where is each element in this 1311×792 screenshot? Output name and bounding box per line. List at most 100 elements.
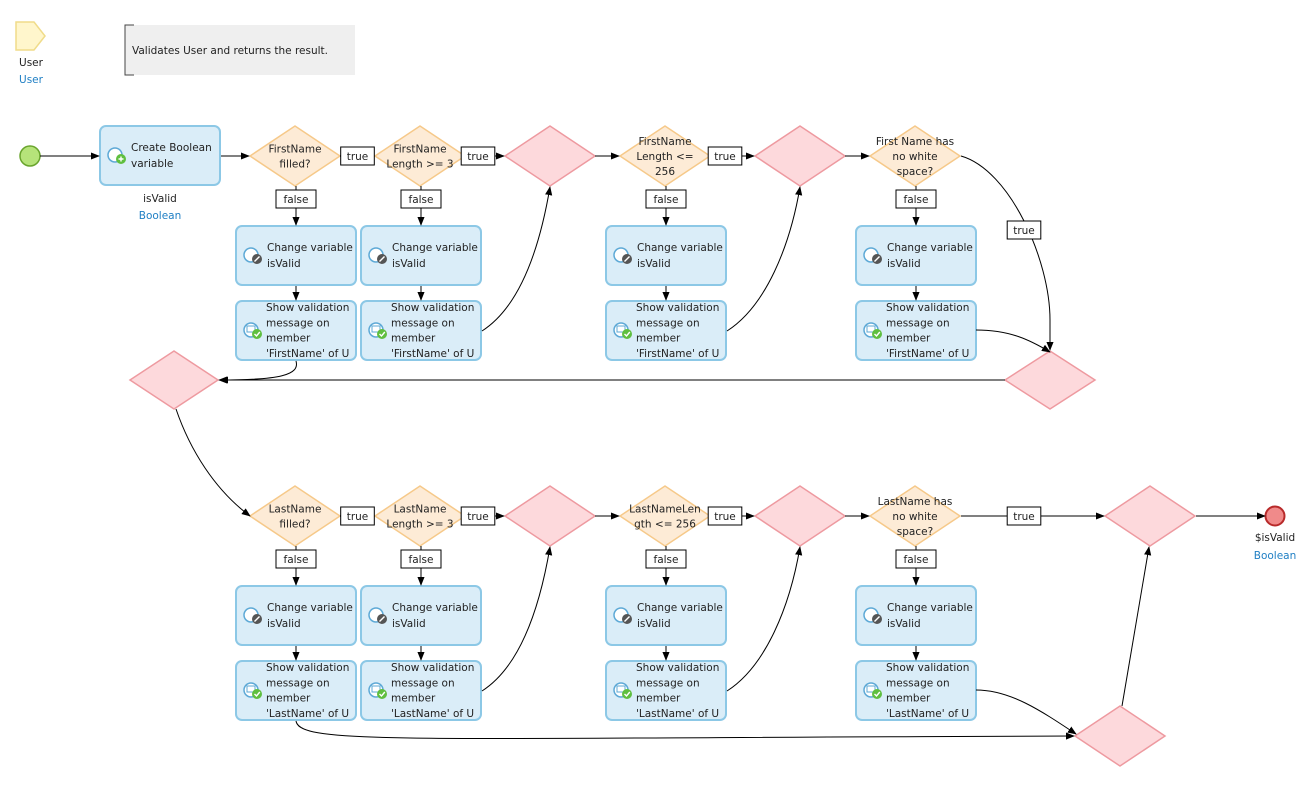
variable-type: Boolean [139,210,182,222]
firstname-true-label-1-text: true [347,151,369,163]
lastname-show-message-3-line-3: member [636,693,681,705]
firstname-decision-3-line-1: FirstName [638,136,691,148]
change-variable-icon [368,247,387,264]
firstname-show-message-3-line-3: member [636,333,681,345]
merge-after-firstname[interactable] [128,350,220,410]
parameter-name: User [19,57,44,69]
firstname-show-message-1-line-2: message on [266,317,330,329]
firstname-change-variable-2[interactable]: Change variable isValid [360,225,482,286]
firstname-show-message-3-line-2: message on [636,317,700,329]
lastname-change-variable-3-line-2: isValid [637,618,671,630]
firstname-show-message-1-line-3: member [266,333,311,345]
firstname-false-label-1-text: false [284,194,309,206]
lastname-change-variable-3-line-1: Change variable [637,602,723,614]
firstname-change-variable-4-line-2: isValid [887,258,921,270]
lastname-merge-1[interactable] [503,485,597,547]
create-variable-line-1: Create Boolean [131,142,212,154]
parameter-type: User [19,74,44,86]
lastname-show-message-3-line-4: 'LastName' of U [636,708,719,720]
firstname-change-variable-2-line-2: isValid [392,258,426,270]
create-variable-line-2: variable [131,158,173,170]
firstname-change-variable-1-line-2: isValid [267,258,301,270]
lastname-false-label-1: false [275,549,317,569]
lastname-decision-4-line-2: no white [892,511,937,523]
lastname-show-message-4-line-3: member [886,693,931,705]
lastname-show-message-3-line-1: Show validation [636,662,719,674]
firstname-show-message-2-line-1: Show validation [391,302,474,314]
firstname-decision-1-line-2: filled? [279,159,310,171]
lastname-false-label-2-text: false [409,554,434,566]
validation-message-icon [863,682,882,699]
firstname-change-variable-2-line-1: Change variable [392,242,478,254]
firstname-decision-3-line-2: Length <= [636,151,693,163]
firstname-true-label-3-text: true [714,151,736,163]
validation-message-icon [613,682,632,699]
create-variable-activity[interactable]: Create Boolean variable [99,125,221,186]
change-variable-icon [613,607,632,624]
input-parameter[interactable]: User User [15,21,46,86]
end-type: Boolean [1254,550,1297,562]
lastname-decision-2-line-1: LastName [394,504,447,516]
annotation[interactable]: Validates User and returns the result. [124,24,355,76]
merge-final[interactable] [1103,485,1197,547]
validation-message-icon [368,682,387,699]
lastname-merge-2[interactable] [753,485,847,547]
firstname-show-message-4-line-1: Show validation [886,302,969,314]
firstname-merge-2[interactable] [753,125,847,187]
firstname-merge-1[interactable] [503,125,597,187]
lastname-decision-3[interactable]: LastNameLen gth <= 256 [618,485,712,547]
lastname-change-variable-3[interactable]: Change variable isValid [605,585,727,646]
lastname-true-label-3: true [707,506,743,526]
change-variable-icon [243,247,262,264]
firstname-true-label-2: true [460,146,496,166]
firstname-decision-3-line-3: 256 [655,166,675,178]
firstname-true-label-1: true [340,146,375,166]
lastname-decision-3-line-2: gth <= 256 [634,519,696,531]
lastname-show-message-1-line-1: Show validation [266,662,349,674]
merge-firstname-end[interactable] [1003,350,1097,410]
change-variable-icon [243,607,262,624]
lastname-show-message-3-line-2: message on [636,677,700,689]
change-variable-icon [368,607,387,624]
lastname-false-label-2: false [400,549,442,569]
end-event[interactable]: $isValid Boolean [1254,505,1297,563]
lastname-show-message-2-line-2: message on [391,677,455,689]
lastname-show-message-3[interactable]: Show validation message on member 'LastName… [605,660,727,721]
firstname-decision-2-line-2: Length >= 3 [386,159,453,171]
change-variable-icon [863,247,882,264]
start-event[interactable] [19,145,41,167]
lastname-show-message-2-line-3: member [391,693,436,705]
lastname-decision-3-line-1: LastNameLen [629,504,701,516]
lastname-false-label-1-text: false [284,554,309,566]
lastname-change-variable-4-line-2: isValid [887,618,921,630]
firstname-show-message-2-line-3: member [391,333,436,345]
validation-message-icon [368,322,387,339]
firstname-false-label-1: false [275,189,317,209]
annotation-text: Validates User and returns the result. [132,45,328,57]
firstname-false-label-3-text: false [654,194,679,206]
validation-message-icon [863,322,882,339]
lastname-false-label-4-text: false [904,554,929,566]
merge-lastname-end[interactable] [1073,705,1167,767]
